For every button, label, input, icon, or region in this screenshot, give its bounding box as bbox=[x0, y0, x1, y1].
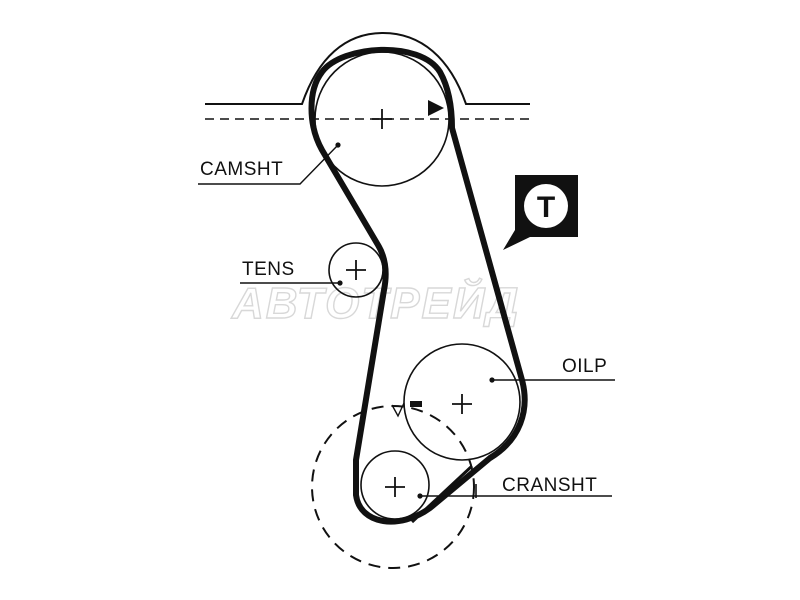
oil-pump-center-mark bbox=[452, 394, 472, 414]
camshaft-center-mark bbox=[372, 109, 392, 129]
tension-badge-letter: T bbox=[537, 191, 555, 224]
tensioner-leader-dot bbox=[337, 280, 343, 286]
watermark-text: АВТОТРЕЙД bbox=[231, 277, 520, 328]
timing-mark-tick bbox=[391, 402, 405, 418]
crankshaft-label: CRANSHT bbox=[502, 475, 597, 496]
engine-block-outline bbox=[205, 31, 530, 105]
belt-direction-arrow bbox=[428, 100, 444, 116]
camshaft-label: CAMSHT bbox=[200, 159, 283, 180]
crankshaft-center-mark bbox=[385, 477, 405, 497]
oil-pump-pulley bbox=[403, 343, 521, 461]
timing-mark bbox=[410, 401, 422, 407]
tension-badge: T bbox=[503, 175, 578, 250]
belt-inner-strip bbox=[410, 464, 474, 524]
camshaft-leader-line bbox=[198, 144, 339, 185]
oil-pump-leader-dot bbox=[489, 377, 495, 383]
camshaft-leader-dot bbox=[335, 142, 341, 148]
crankshaft-leader-dot bbox=[417, 493, 423, 499]
tensioner-center-mark bbox=[346, 260, 366, 280]
tensioner-label: TENS bbox=[242, 259, 295, 280]
tension-badge-circle bbox=[524, 184, 568, 228]
oil-pump-label: OILP bbox=[562, 356, 607, 377]
